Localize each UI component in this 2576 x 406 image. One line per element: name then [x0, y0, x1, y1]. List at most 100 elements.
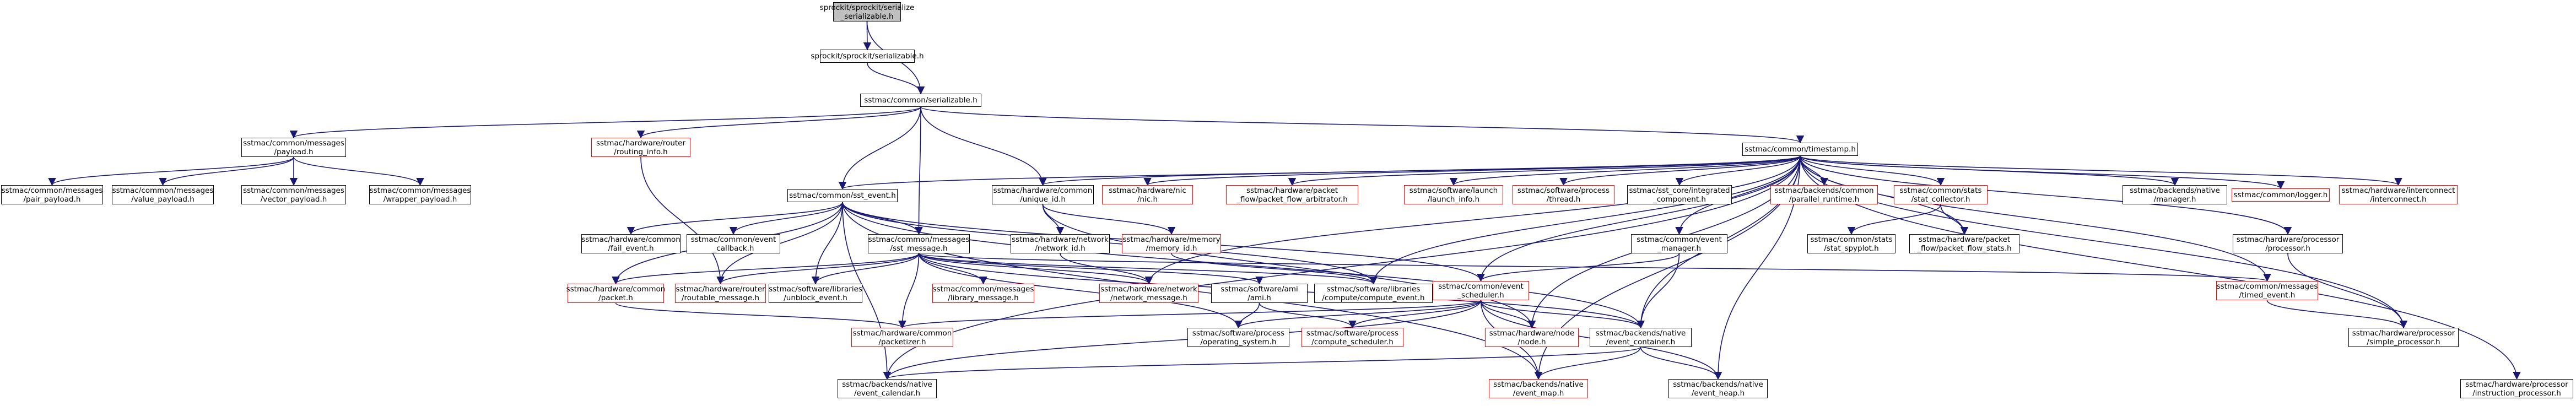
node-fail-event[interactable]: sstmac/hardware/common/fail_event.h [581, 234, 681, 253]
edge-n38-n25 [918, 253, 1378, 285]
edge-n39-n07 [1477, 155, 1801, 282]
edge-n25-n03 [915, 106, 923, 235]
edge-n19-n07 [1800, 155, 1945, 186]
edge-n29-n19 [1847, 204, 1941, 235]
edge-n07-n03 [920, 106, 1804, 144]
edge-n33-n06 [716, 202, 843, 285]
node-nic[interactable]: sstmac/hardware/nic/nic.h [1102, 185, 1193, 204]
edge-n11-n04 [293, 156, 424, 186]
edge-n41-n39 [898, 300, 1482, 329]
node-sst-event[interactable]: sstmac/common/sst_event.h [787, 189, 898, 202]
node-integrated-component[interactable]: sstmac/sst_core/integrated_component.h [1627, 185, 1732, 204]
edge-n04-n03 [290, 106, 921, 139]
node-event-container[interactable]: sstmac/backends/native/event_container.h [1590, 328, 1692, 347]
node-event-manager[interactable]: sstmac/common/event_manager.h [1631, 234, 1727, 253]
node-event-map[interactable]: sstmac/backends/native/event_map.h [1489, 379, 1588, 398]
edge-n47-n39 [883, 300, 1482, 380]
edge-n45-n06 [842, 202, 1645, 329]
node-value-payload[interactable]: sstmac/common/messages/value_payload.h [112, 185, 214, 204]
node-memory-id[interactable]: sstmac/hardware/memory/memory_id.h [1122, 234, 1221, 253]
edge-n08-n04 [48, 156, 294, 186]
node-processor[interactable]: sstmac/hardware/processor/processor.h [2233, 234, 2343, 253]
node-parallel-runtime[interactable]: sstmac/backends/common/parallel_runtime.… [1770, 185, 1878, 204]
edge-n43-n39 [1348, 300, 1482, 329]
edge-n23-n06 [627, 202, 843, 235]
node-vector-payload[interactable]: sstmac/common/messages/vector_payload.h [241, 185, 346, 204]
edge-n27-n12 [1042, 204, 1176, 235]
node-stat-spyplot[interactable]: sstmac/common/stats/stat_spyplot.h [1807, 234, 1895, 253]
edge-n42-n39 [1234, 300, 1482, 329]
node-sprockit-serializable[interactable]: sprockit/sprockit/serializable.h [811, 50, 924, 63]
edge-n36-n26 [1060, 253, 1153, 285]
node-packet[interactable]: sstmac/hardware/common/packet.h [566, 284, 666, 303]
node-event-heap[interactable]: sstmac/backends/native/event_heap.h [1668, 379, 1768, 398]
node-timed-event[interactable]: sstmac/common/messages/timed_event.h [2216, 281, 2318, 300]
node-stat-collector[interactable]: sstmac/common/stats/stat_collector.h [1894, 185, 1988, 204]
node-library-message[interactable]: sstmac/common/messages/library_message.h [932, 284, 1034, 303]
edge-n09-n04 [159, 156, 294, 186]
node-event-scheduler[interactable]: sstmac/common/event_scheduler.h [1433, 281, 1529, 300]
node-compute-scheduler[interactable]: sstmac/software/process/compute_schedule… [1301, 328, 1403, 347]
edge-n17-n07 [1675, 155, 1801, 186]
edge-n24-n06 [729, 202, 843, 235]
node-common-serializable[interactable]: sstmac/common/serializable.h [860, 94, 981, 107]
edge-n44-n12 [1042, 204, 1536, 329]
edge-n39-n28 [1477, 253, 1680, 282]
edge-n36-n25 [918, 253, 1153, 285]
edge-n45-n28 [1637, 253, 1680, 329]
edge-n47-n45 [883, 347, 1641, 380]
edge-n47-n06 [842, 202, 892, 380]
node-timestamp[interactable]: sstmac/common/timestamp.h [1742, 143, 1858, 156]
edge-n34-n25 [811, 253, 920, 285]
node-pair-payload[interactable]: sstmac/common/messages/pair_payload.h [1, 185, 103, 204]
edge-n38-n27 [1171, 253, 1378, 285]
edge-n16-n07 [1559, 155, 1801, 186]
edge-n05-n03 [637, 106, 921, 139]
edge-n35-n25 [918, 253, 987, 285]
edge-n38-n07 [1369, 155, 1801, 285]
edge-n41-n32 [615, 302, 906, 329]
edge-n44-n39 [1480, 300, 1536, 329]
edge-n48-n45 [1534, 347, 1641, 380]
edge-n36-n07 [1144, 155, 1801, 285]
edge-n49-n45 [1640, 347, 1722, 380]
node-event-callback[interactable]: sstmac/common/event_callback.h [687, 234, 780, 253]
edge-n46-n31 [2287, 253, 2408, 329]
node-manager[interactable]: sstmac/backends/native/manager.h [2123, 185, 2227, 204]
node-ami[interactable]: sstmac/software/ami/ami.h [1211, 284, 1308, 303]
node-payload[interactable]: sstmac/common/messages/payload.h [241, 138, 346, 157]
node-thread[interactable]: sstmac/software/process/thread.h [1513, 185, 1614, 204]
node-packetizer[interactable]: sstmac/hardware/common/packetizer.h [851, 328, 953, 347]
edge-n32-n25 [612, 253, 920, 285]
node-unique-id[interactable]: sstmac/hardware/common/unique_id.h [992, 185, 1094, 204]
node-operating-system[interactable]: sstmac/software/process/operating_system… [1187, 328, 1289, 347]
node-instruction-processor[interactable]: sstmac/hardware/processor/instruction_pr… [2460, 379, 2573, 398]
node-wrapper-payload[interactable]: sstmac/common/messages/wrapper_payload.h [369, 185, 471, 204]
node-network-id[interactable]: sstmac/hardware/network/network_id.h [1011, 234, 1110, 253]
edge-n42-n37 [1234, 302, 1260, 329]
node-node[interactable]: sstmac/hardware/node/node.h [1485, 328, 1579, 347]
node-unblock-event[interactable]: sstmac/software/libraries/unblock_event.… [769, 284, 862, 303]
node-logger[interactable]: sstmac/common/logger.h [2232, 188, 2330, 202]
node-compute-event[interactable]: sstmac/software/libraries/compute/comput… [1314, 284, 1433, 303]
node-packet-flow-arbitrator[interactable]: sstmac/hardware/packet_flow/packet_flow_… [1226, 185, 1358, 204]
node-launch-info[interactable]: sstmac/software/launch/launch_info.h [1404, 185, 1503, 204]
edge-n34-n06 [811, 202, 843, 285]
edge-n45-n39 [1480, 300, 1645, 329]
node-packet-flow-stats[interactable]: sstmac/hardware/packet_flow/packet_flow_… [1909, 234, 2019, 253]
edge-n21-n07 [1800, 155, 2285, 190]
edge-n13-n07 [1143, 155, 1801, 186]
edge-n42-n25 [918, 253, 1243, 329]
node-interconnect[interactable]: sstmac/hardware/interconnect/interconnec… [2339, 185, 2458, 204]
node-event-calendar[interactable]: sstmac/backends/native/event_calendar.h [838, 379, 937, 398]
node-routing-info[interactable]: sstmac/hardware/router/routing_info.h [591, 138, 690, 157]
edge-n33-n05 [640, 156, 725, 285]
edge-n26-n12 [1042, 204, 1065, 235]
edge-n03-n02 [867, 62, 925, 95]
edge-n25-n06 [842, 202, 923, 235]
node-network-message[interactable]: sstmac/hardware/network/network_message.… [1099, 284, 1198, 303]
node-simple-processor[interactable]: sstmac/hardware/processor/simple_process… [2348, 328, 2459, 347]
node-routable-message[interactable]: sstmac/hardware/router/routable_message.… [675, 284, 766, 303]
edge-n40-n25 [918, 253, 2271, 282]
node-sst-message[interactable]: sstmac/common/messages/sst_message.h [868, 234, 970, 253]
